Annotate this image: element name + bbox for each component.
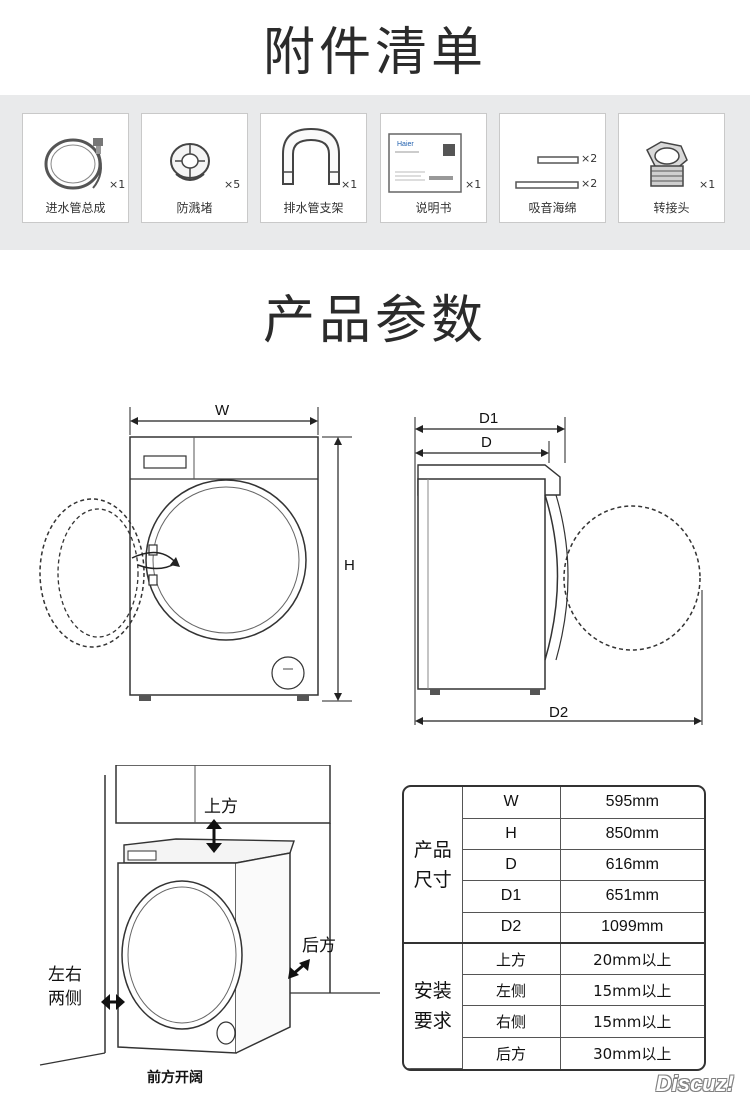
accessories-panel: ×1 进水管总成 ×5 防溅堵 ×1 排水管支架: [0, 95, 750, 250]
adapter-icon: [646, 141, 688, 187]
splash-plug-icon: [170, 143, 210, 181]
clearance-top-label: 上方: [204, 797, 238, 817]
dim-label-h: H: [344, 557, 355, 574]
spec-value: 595mm: [559, 787, 704, 819]
accessory-card-manual: Haier ×1 说明书: [380, 113, 487, 223]
accessory-name: 排水管支架: [283, 201, 344, 215]
accessory-name: 说明书: [415, 201, 452, 215]
accessory-card-splash-plug: ×5 防溅堵: [141, 113, 248, 223]
spec-key: 左侧: [462, 974, 561, 1007]
size-group-label: 产品尺寸: [404, 787, 463, 944]
table-row: 安装要求 上方 20mm以上: [404, 942, 704, 1069]
spec-key: D2: [462, 911, 561, 944]
table-row: D1 651mm: [404, 880, 704, 913]
clearance-sides-label-line2: 两侧: [48, 989, 82, 1009]
clearance-front-label: 前方开阔: [147, 1070, 203, 1086]
accessory-name: 吸音海绵: [528, 201, 577, 215]
accessory-qty: ×1: [699, 178, 716, 191]
dim-label-d1: D1: [479, 410, 499, 427]
accessory-name: 转接头: [653, 201, 690, 215]
install-group-label: 安装要求: [404, 942, 463, 1069]
side-view-drawing: [414, 417, 703, 725]
spec-key: W: [461, 787, 561, 819]
spec-key: 后方: [462, 1036, 561, 1069]
accessory-qty: ×2: [581, 177, 598, 190]
front-view-drawing: [39, 407, 352, 702]
spec-key: 上方: [461, 942, 561, 976]
spec-key: 右侧: [462, 1005, 561, 1038]
water-inlet-hose-icon: [44, 138, 103, 190]
accessory-qty: ×5: [224, 178, 241, 191]
dim-label-w: W: [215, 402, 230, 419]
spec-value: 15mm以上: [559, 1005, 704, 1038]
table-row: D2 1099mm: [404, 911, 704, 944]
accessory-qty: ×1: [109, 178, 126, 191]
accessory-card-drain-bracket: ×1 排水管支架: [260, 113, 367, 223]
spec-key: D: [462, 849, 561, 882]
accessory-qty: ×2: [581, 152, 598, 165]
dim-label-d: D: [481, 434, 492, 451]
accessory-name: 进水管总成: [45, 201, 106, 215]
accessory-card-adapter: ×1 转接头: [618, 113, 725, 223]
params-title: 产品参数: [262, 290, 487, 351]
spec-table: 产品尺寸 W 595mm H 850mm D 616mm D1 651mm D2…: [402, 785, 706, 1071]
watermark: Discuz!: [655, 1071, 734, 1096]
dim-label-d2: D2: [549, 704, 569, 721]
accessories-title: 附件清单: [262, 23, 487, 83]
clearance-rear-label: 后方: [302, 936, 336, 956]
table-row: D 616mm: [404, 849, 704, 882]
table-row: 右侧 15mm以上: [404, 1005, 704, 1038]
accessory-qty: ×1: [341, 178, 358, 191]
manual-logo: Haier: [397, 141, 414, 148]
dimension-diagram: [39, 407, 703, 725]
table-row: 左侧 15mm以上: [404, 974, 704, 1007]
spec-value: 651mm: [559, 880, 704, 913]
accessory-card-sponge: ×2 ×2 吸音海绵: [499, 113, 606, 223]
clearance-sides-label-line1: 左右: [48, 965, 82, 985]
spec-value: 15mm以上: [559, 974, 704, 1007]
drain-hose-bracket-icon: [282, 127, 340, 185]
table-row: 后方 30mm以上: [404, 1036, 704, 1069]
sound-sponge-icon: [515, 156, 579, 189]
spec-value: 850mm: [559, 817, 704, 851]
table-row: 产品尺寸 W 595mm: [404, 787, 704, 944]
spec-key: H: [462, 817, 561, 851]
spec-value: 20mm以上: [559, 942, 704, 976]
accessory-card-inlet-hose: ×1 进水管总成: [22, 113, 129, 223]
spec-value: 616mm: [559, 849, 704, 882]
table-row: H 850mm: [404, 817, 704, 851]
manual-icon: Haier: [388, 133, 462, 193]
clearance-diagram: [39, 765, 380, 1066]
spec-key: D1: [462, 880, 561, 913]
accessory-name: 防溅堵: [176, 201, 213, 215]
accessory-qty: ×1: [465, 178, 482, 191]
spec-value: 1099mm: [559, 911, 704, 944]
spec-value: 30mm以上: [559, 1036, 704, 1069]
